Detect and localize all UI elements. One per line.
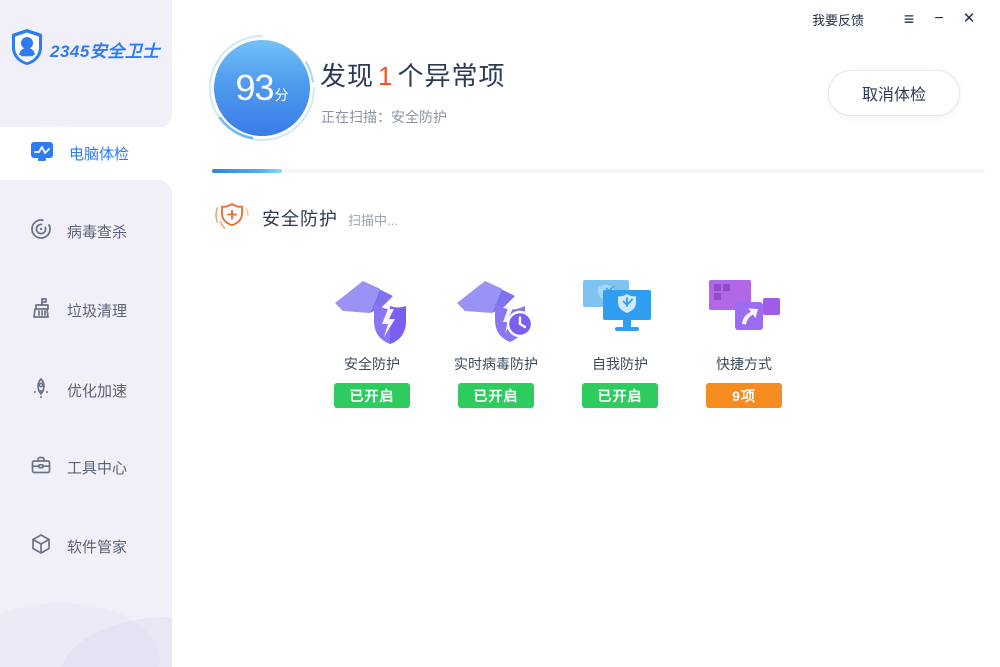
shield-logo-icon <box>10 28 44 71</box>
score-value: 93 <box>235 67 274 108</box>
status-badge[interactable]: 已开启 <box>334 383 410 408</box>
scan-item-realtime-virus: 实时病毒防护 已开启 <box>434 270 558 408</box>
broom-icon <box>30 297 52 323</box>
section-status: 扫描中... <box>348 212 398 228</box>
scan-item-label: 自我防护 <box>592 356 648 372</box>
sidebar-item-label: 优化加速 <box>67 382 128 400</box>
shield-plus-icon <box>212 195 252 240</box>
scan-item-security-protection: 安全防护 已开启 <box>310 270 434 408</box>
monitor-shield-icon <box>577 270 663 348</box>
scan-item-self-protection: 自我防护 已开启 <box>558 270 682 408</box>
sidebar-item-label: 软件管家 <box>67 538 128 556</box>
sidebar-item-label: 电脑体检 <box>69 146 130 163</box>
sidebar: 2345安全卫士 电脑体检 <box>0 0 172 667</box>
shortcut-arrow-icon <box>701 270 787 348</box>
monitor-checkup-icon <box>30 141 54 167</box>
sidebar-top-block: 2345安全卫士 <box>0 0 172 128</box>
scan-item-shortcuts: 快捷方式 9项 <box>682 270 806 408</box>
titlebar: 我要反馈 ≡ − ✕ <box>812 6 984 32</box>
realtime-virus-shield-icon <box>453 270 539 348</box>
app-logo: 2345安全卫士 <box>10 28 160 71</box>
scan-progress-bar <box>212 169 985 173</box>
sidebar-item-label: 工具中心 <box>67 459 128 477</box>
scan-item-label: 实时病毒防护 <box>454 356 538 372</box>
cancel-checkup-button[interactable]: 取消体检 <box>828 70 960 116</box>
status-badge[interactable]: 已开启 <box>582 383 658 408</box>
count-badge[interactable]: 9项 <box>706 383 782 408</box>
section-header: 安全防护 扫描中... <box>212 195 398 240</box>
cube-icon <box>30 533 52 559</box>
section-title: 安全防护 <box>262 208 338 229</box>
health-score: 93 分 <box>206 32 318 144</box>
title-prefix: 发现 <box>320 61 375 91</box>
menu-icon[interactable]: ≡ <box>903 9 915 29</box>
scan-items-row: 安全防护 已开启 实时病毒防护 已开启 <box>310 270 806 408</box>
scan-item-label: 快捷方式 <box>716 356 772 372</box>
title-suffix: 个异常项 <box>397 61 506 91</box>
sidebar-item-label: 垃圾清理 <box>67 302 128 320</box>
sidebar-item-checkup[interactable]: 电脑体检 <box>0 127 172 180</box>
scanning-status: 正在扫描：安全防护 <box>321 109 447 125</box>
toolbox-icon <box>30 454 52 480</box>
target-icon <box>30 218 52 244</box>
status-badge[interactable]: 已开启 <box>458 383 534 408</box>
app-name: 2345安全卫士 <box>50 42 160 61</box>
score-unit: 分 <box>274 87 289 103</box>
sidebar-item-label: 病毒查杀 <box>67 223 128 241</box>
sidebar-item-virus-scan[interactable]: 病毒查杀 <box>0 207 172 255</box>
scan-progress-fill <box>212 169 282 173</box>
anomaly-count: 1 <box>378 61 394 91</box>
score-circle: 93 分 <box>214 40 310 136</box>
sidebar-bottom-block <box>0 180 172 667</box>
sidebar-item-speedup[interactable]: 优化加速 <box>0 366 172 414</box>
minimize-icon[interactable]: − <box>934 10 944 27</box>
shield-protection-icon <box>329 270 415 348</box>
feedback-link[interactable]: 我要反馈 <box>811 12 864 28</box>
close-icon[interactable]: ✕ <box>962 10 976 27</box>
score-ring-decoration <box>209 35 315 141</box>
sidebar-item-tools[interactable]: 工具中心 <box>0 443 172 491</box>
rocket-icon <box>30 377 52 403</box>
scan-item-label: 安全防护 <box>344 356 400 372</box>
sidebar-item-software[interactable]: 软件管家 <box>0 522 172 570</box>
sidebar-item-junk-clean[interactable]: 垃圾清理 <box>0 286 172 334</box>
